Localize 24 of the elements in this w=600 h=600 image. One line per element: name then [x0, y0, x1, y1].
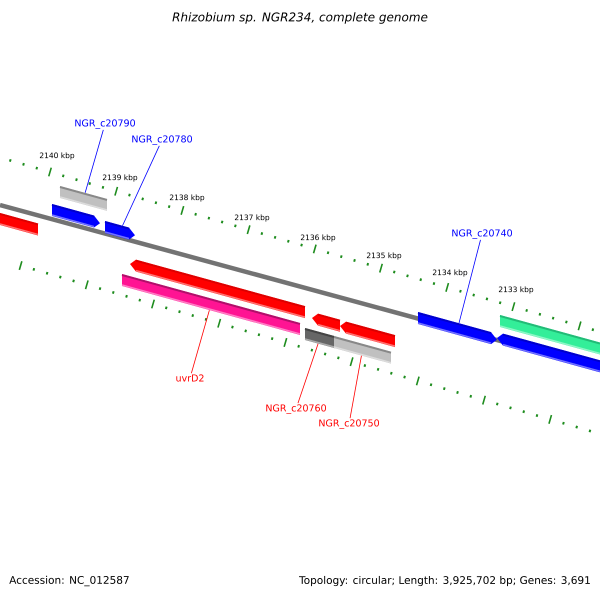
leader-line: [458, 239, 481, 324]
genome-summary-text: Topology: circular; Length: 3,925,702 bp; Genes: 3,691: [299, 576, 590, 586]
gene-feature: [104, 221, 135, 240]
accession-text: Accession: NC_012587: [9, 576, 129, 586]
leader-line: [350, 355, 362, 419]
gene-feature: [52, 204, 100, 228]
gene-label: NGR_c20790: [75, 119, 135, 129]
gene-feature: [418, 312, 497, 344]
title: Rhizobium sp. NGR234, complete genome: [172, 12, 428, 24]
gene-feature: [312, 314, 340, 332]
gene-feature: [340, 322, 396, 348]
gene-label: uvrD2: [176, 374, 204, 382]
gene-label: NGR_c20780: [132, 135, 192, 145]
gene-bar: [304, 328, 336, 348]
gene-bar: [60, 186, 108, 211]
gene-feature: [130, 260, 306, 318]
gene-label: NGR_c20750: [319, 419, 379, 429]
leader-line: [122, 145, 160, 226]
leader-line: [190, 310, 210, 374]
gene-bar: [0, 213, 38, 236]
leader-line: [298, 343, 318, 404]
gene-label: NGR_c20740: [452, 229, 512, 239]
gene-bar: [500, 315, 600, 354]
gene-label: NGR_c20760: [266, 404, 326, 414]
